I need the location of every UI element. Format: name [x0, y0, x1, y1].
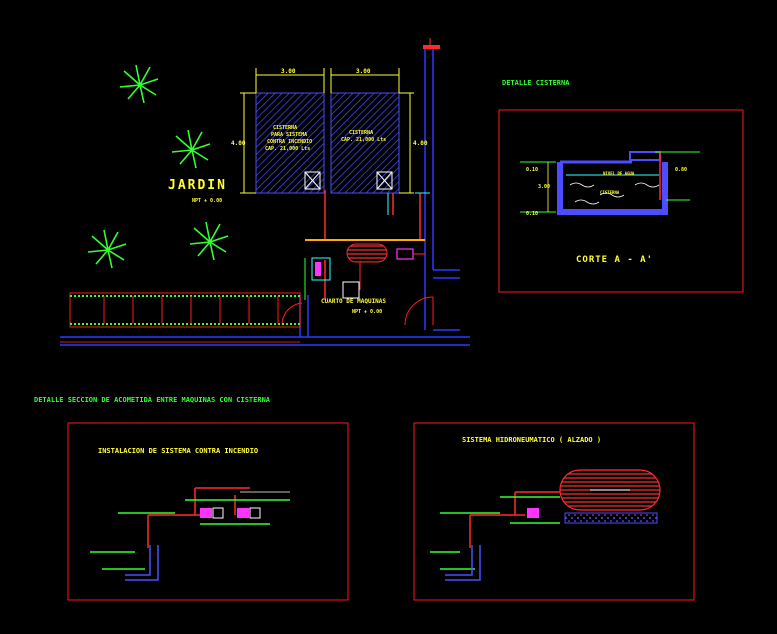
wall-bottom — [60, 295, 470, 346]
cistern-section-walls — [557, 162, 668, 215]
garden-label: JARDIN — [168, 178, 227, 193]
cistern-left — [255, 92, 325, 194]
detail-cistern-title: DETALLE CISTERNA — [502, 79, 570, 87]
plant-3 — [87, 229, 127, 269]
fire-pump-plan — [311, 257, 331, 281]
planter-row — [69, 292, 301, 328]
cistern-right — [330, 92, 400, 194]
plant-1 — [119, 64, 159, 104]
cistern-inner-label: CISTERNA — [600, 190, 620, 195]
plant-4 — [189, 221, 229, 261]
cistern-dim-right: 0.80 — [675, 167, 688, 173]
fire-pump-2 — [237, 508, 249, 518]
floor-plan — [60, 38, 470, 346]
control-panel-plan — [342, 281, 360, 299]
wall-right — [424, 45, 460, 331]
cistern-left-line2: PARA SISTEMA — [271, 132, 308, 138]
dim-side-right: 4.00 — [413, 140, 428, 147]
bottom-panels — [67, 422, 695, 601]
cistern-dim-mid: 3.00 — [538, 184, 551, 190]
manhole-left — [304, 171, 321, 190]
manhole-right — [376, 171, 393, 190]
plant-2 — [171, 129, 211, 169]
machine-room-equipment — [304, 243, 425, 300]
fire-system-piping — [90, 487, 290, 581]
column-mark-top — [423, 45, 440, 49]
dim-side-left: 4.00 — [231, 140, 246, 147]
cistern-dim-top: 0.10 — [526, 167, 539, 173]
bottom-section-title: DETALLE SECCION DE ACOMETIDA ENTRE MAQUI… — [34, 396, 271, 404]
machine-room-level: NPT + 0.00 — [352, 309, 383, 315]
hydro-system-piping — [430, 491, 560, 581]
door-swing-2 — [281, 302, 303, 326]
cistern-detail — [498, 109, 744, 293]
cistern-detail-frame — [498, 109, 744, 293]
cistern-left-line4: CAP. 21,000 Lts — [265, 146, 311, 152]
cistern-dim-bottom: 0.10 — [526, 211, 539, 217]
water-level-label: NIVEL DE AGUA — [603, 171, 635, 176]
hydropneumatic-tank-plan — [346, 243, 388, 263]
hydro-system-frame — [413, 422, 695, 601]
machine-room-label: CUARTO DE MAQUINAS — [321, 298, 387, 305]
fire-system-title: INSTALACION DE SISTEMA CONTRA INCENDIO — [98, 447, 259, 455]
cistern-right-title: CISTERNA — [349, 130, 374, 136]
hydro-system-title: SISTEMA HIDRONEUMATICO ( ALZADO ) — [462, 436, 602, 444]
dim-top-right: 3.00 — [356, 68, 371, 75]
plant-symbols — [87, 64, 229, 269]
cistern-left-title: CISTERNA — [273, 125, 298, 131]
fire-system-frame — [67, 422, 349, 601]
door-swing — [404, 296, 434, 326]
dim-top-left: 3.00 — [281, 68, 296, 75]
tank-base — [564, 512, 658, 524]
garden-level: NPT + 0.00 — [192, 198, 223, 204]
dimension-lines — [240, 68, 414, 194]
section-label: CORTE A - A' — [576, 255, 654, 265]
pump-plan — [396, 248, 414, 260]
cistern-left-line3: CONTRA INCENDIO — [267, 139, 313, 145]
hydro-pump — [527, 508, 539, 518]
cistern-right-line2: CAP. 21,000 Lts — [341, 137, 387, 143]
fire-pump-1 — [200, 508, 212, 518]
